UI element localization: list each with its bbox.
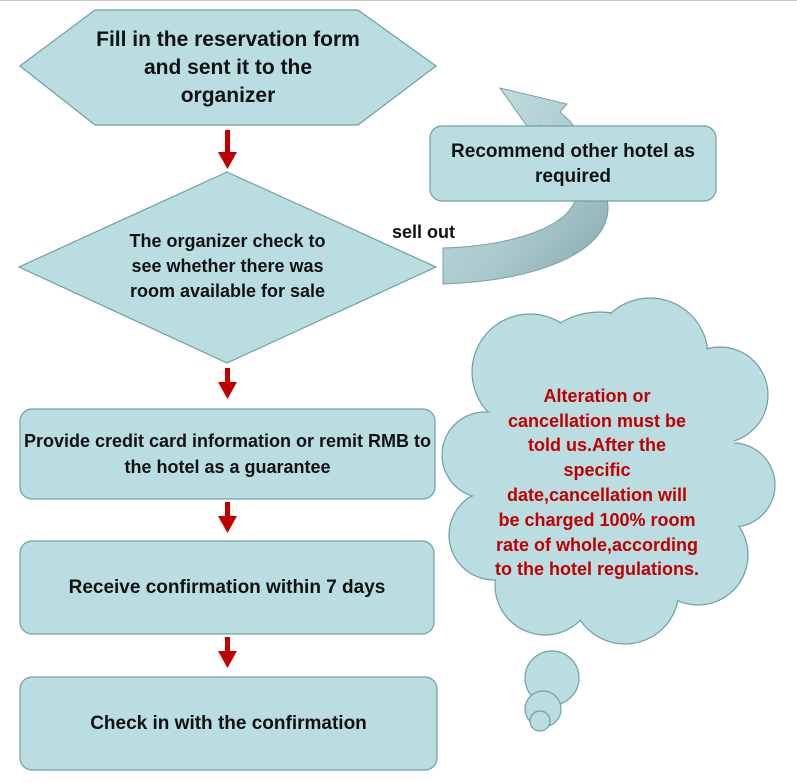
- flow-arrow-4: [218, 637, 237, 668]
- check-room-label: The organizer check to see whether there…: [129, 230, 326, 301]
- flow-arrow-1: [218, 130, 237, 169]
- flow-arrow-3: [218, 502, 237, 533]
- recommend-hotel-label: Recommend other hotel as required: [451, 141, 695, 187]
- check-in-label: Check in with the confirmation: [90, 712, 367, 734]
- check-room-diamond: [17, 171, 438, 364]
- cancellation-note: Alteration or cancellation must be told …: [495, 385, 700, 580]
- flow-arrow-2: [218, 368, 237, 399]
- reservation-form-hexagon: [19, 9, 438, 126]
- guarantee-box: [19, 408, 436, 500]
- sellout-label: sell out: [392, 221, 456, 242]
- top-border-line: [0, 0, 797, 1]
- guarantee-label: Provide credit card information or remit…: [23, 431, 432, 477]
- receive-confirmation-label: Receive confirmation within 7 days: [68, 576, 386, 598]
- receive-confirmation-box: [19, 540, 435, 635]
- note-cloud: [441, 297, 776, 732]
- recommend-hotel-box: [429, 125, 717, 202]
- check-in-box: [19, 676, 438, 771]
- reservation-form-label: Fill in the reservation form and sent it…: [96, 28, 360, 107]
